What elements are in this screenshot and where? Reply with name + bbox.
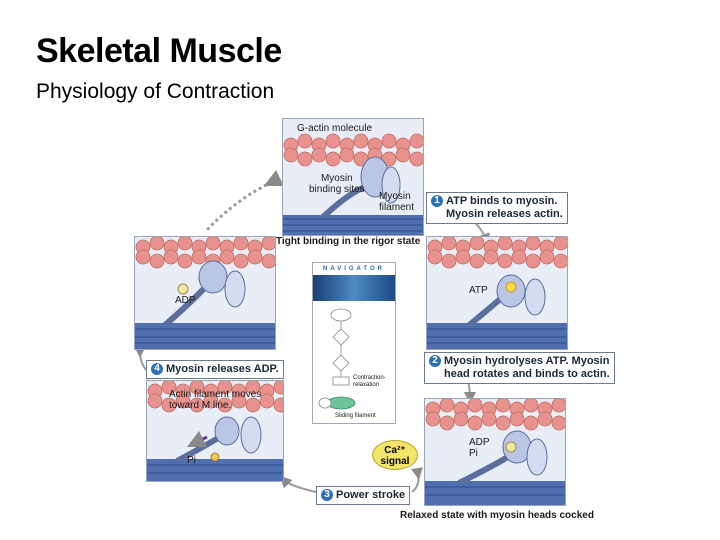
label-binding-sites-line2: binding sites bbox=[309, 184, 365, 195]
navigator-box2: Sliding filament bbox=[335, 413, 376, 419]
ca-signal-badge: Ca²⁺ signal bbox=[372, 440, 418, 470]
step-2-number: 2 bbox=[429, 355, 441, 368]
step-2-line1: Myosin hydrolyses ATP. Myosin bbox=[444, 355, 610, 367]
label-adp-2: ADP bbox=[469, 437, 490, 448]
label-relaxed-state: Relaxed state with myosin heads cocked bbox=[400, 510, 594, 521]
label-adp-pi: ADP Pi bbox=[469, 437, 490, 459]
step-2-line2: head rotates and binds to actin. bbox=[444, 368, 610, 380]
label-pi-2: Pi bbox=[469, 448, 478, 459]
step-4-number: 4 bbox=[151, 363, 163, 376]
step-3-number: 3 bbox=[321, 489, 333, 502]
step-1-line1: ATP binds to myosin. bbox=[446, 195, 558, 207]
label-actin-moves: Actin filament moves toward M line. bbox=[169, 389, 261, 411]
power-stroke-illustration bbox=[147, 381, 283, 481]
panel-power-stroke: Actin filament moves toward M line. Pi bbox=[146, 380, 284, 482]
navigator-box1-line1: Contraction- bbox=[353, 375, 386, 381]
panel-adp-release: ADP bbox=[134, 236, 276, 350]
label-myosin-filament-line2: filament bbox=[379, 202, 415, 213]
panel-atp-binding: ATP bbox=[426, 236, 568, 350]
navigator-panel: NAVIGATOR Contraction- relaxation Slidin… bbox=[312, 262, 396, 424]
navigator-header: NAVIGATOR bbox=[313, 263, 395, 275]
step-4-line1: Myosin releases ADP. bbox=[166, 363, 279, 375]
label-rigor-state: Tight binding in the rigor state bbox=[276, 236, 421, 247]
label-actin-moves-line1: Actin filament moves bbox=[169, 389, 262, 400]
navigator-box1: Contraction- relaxation bbox=[353, 375, 386, 389]
panel-rigor-state: G-actin molecule Myosin binding sites My… bbox=[282, 118, 424, 236]
slide-subtitle: Physiology of Contraction bbox=[36, 80, 275, 103]
rigor-illustration bbox=[283, 133, 423, 235]
atp-illustration bbox=[427, 237, 567, 349]
panel-relaxed-state: ADP Pi bbox=[424, 398, 566, 506]
label-adp: ADP bbox=[175, 295, 196, 306]
label-myosin-filament-line1: Myosin bbox=[379, 191, 411, 202]
navigator-flowchart bbox=[318, 308, 356, 410]
label-pi: Pi bbox=[187, 455, 196, 466]
relaxed-illustration bbox=[425, 399, 565, 505]
label-binding-sites-line1: Myosin bbox=[320, 173, 353, 184]
slide-title: Skeletal Muscle bbox=[36, 32, 282, 70]
label-myosin-filament: Myosin filament bbox=[379, 191, 414, 213]
label-g-actin: G-actin molecule bbox=[297, 123, 373, 134]
adp-illustration bbox=[135, 237, 275, 349]
label-binding-sites: Myosin binding sites bbox=[309, 173, 365, 195]
step-1-number: 1 bbox=[431, 195, 443, 208]
navigator-box1-line2: relaxation bbox=[353, 382, 380, 388]
label-actin-moves-line2: toward M line. bbox=[169, 400, 232, 411]
ca-signal-line1: Ca²⁺ bbox=[384, 445, 406, 456]
step-1-line2: Myosin releases actin. bbox=[446, 208, 563, 220]
label-atp: ATP bbox=[469, 285, 488, 296]
navigator-banner bbox=[313, 275, 395, 301]
ca-signal-line2: signal bbox=[380, 456, 410, 467]
step-3-line1: Power stroke bbox=[336, 489, 406, 501]
